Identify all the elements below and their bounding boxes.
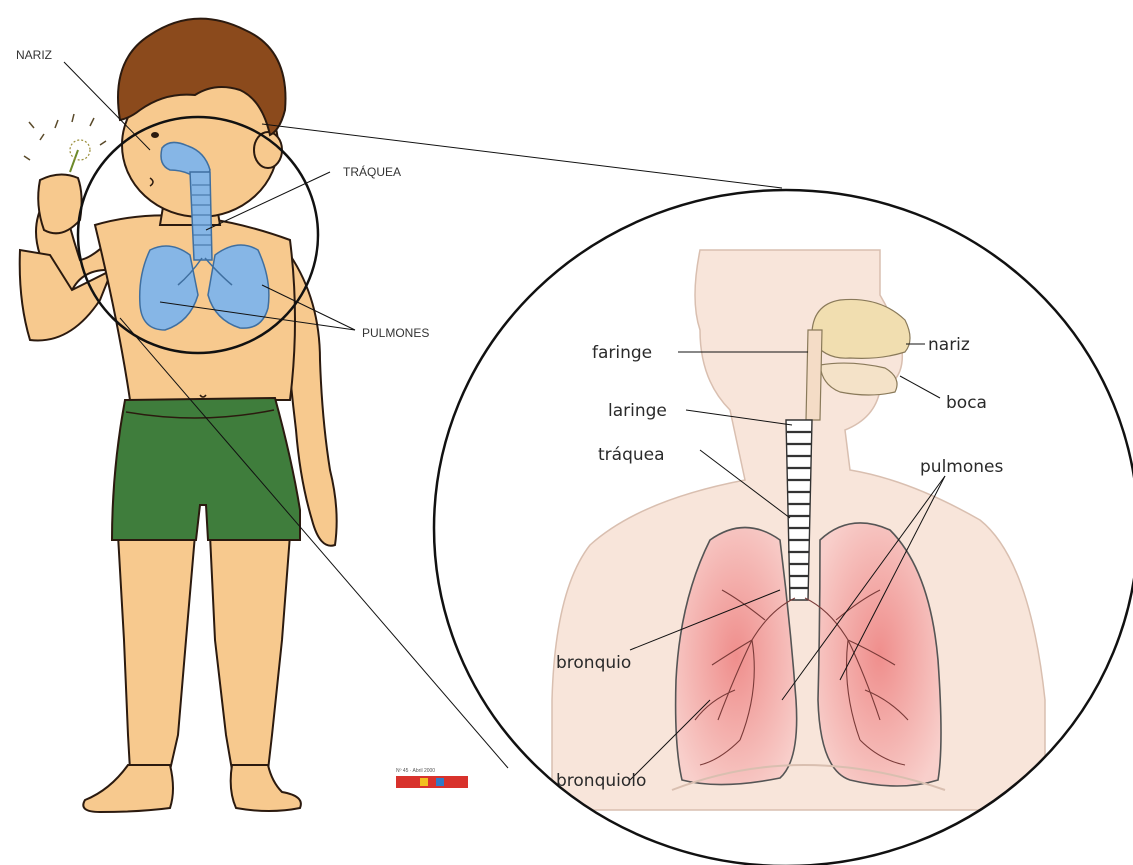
detail-pharynx [806, 330, 822, 420]
label-pulmones-detail: pulmones [920, 457, 1003, 477]
boy-illustration: NARIZ TRÁQUEA PULMONES Nº 45 · Abril 200… [16, 19, 468, 812]
boy-legs [83, 535, 301, 812]
magazine-badge: Nº 45 · Abril 2000 [396, 768, 468, 788]
boy-shorts [112, 398, 300, 540]
zoom-line-top [262, 124, 782, 188]
label-bronquio: bronquio [556, 653, 631, 673]
label-laringe: laringe [608, 401, 667, 421]
dandelion [24, 114, 106, 172]
label-traquea: TRÁQUEA [343, 164, 401, 179]
label-pulmones: PULMONES [362, 326, 429, 340]
label-nariz: NARIZ [16, 48, 52, 62]
detail-trachea [786, 420, 812, 600]
label-boca: boca [946, 393, 987, 413]
label-traquea-detail: tráquea [598, 445, 665, 465]
label-nariz-detail: nariz [928, 335, 970, 355]
label-faringe: faringe [592, 343, 652, 363]
label-bronquiolo: bronquiolo [556, 771, 646, 791]
magazine-issue: Nº 45 · Abril 2000 [396, 768, 435, 774]
